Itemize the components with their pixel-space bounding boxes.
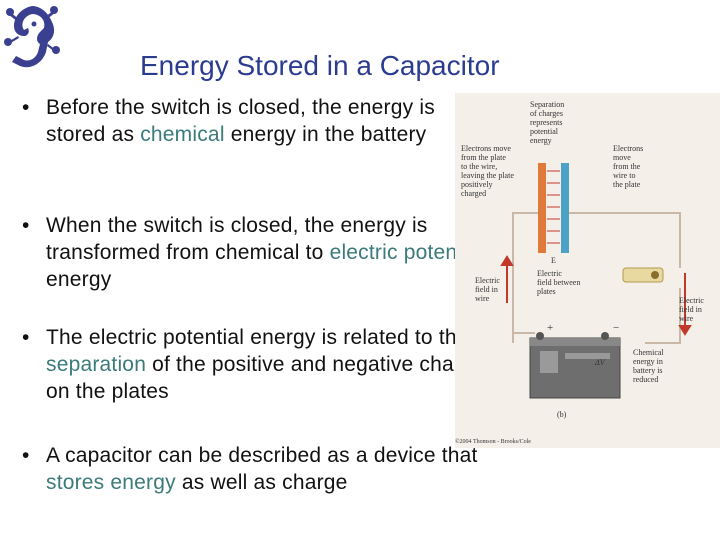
bullet-item: A capacitor can be described as a device… — [20, 442, 500, 496]
e-symbol: E — [551, 256, 556, 265]
field-lines — [547, 170, 560, 244]
positive-plate — [538, 163, 546, 253]
field-arrows — [500, 255, 692, 336]
copyright-text: ©2004 Thomson - Brooks/Cole — [455, 438, 531, 445]
bullet-text: energy in the battery — [224, 123, 427, 146]
chemical-energy-label: Chemical energy in battery is reduced — [633, 348, 666, 384]
bullet-highlight: electric potential — [329, 241, 485, 264]
part-label: (b) — [557, 410, 567, 419]
bullet-item: Before the switch is closed, the energy … — [20, 94, 500, 148]
bullet-highlight: separation — [46, 353, 147, 376]
field-wire-left-label: Electric field in wire — [475, 276, 502, 303]
plus-sign: + — [547, 322, 553, 334]
battery-icon — [529, 332, 621, 399]
minus-sign: − — [613, 322, 619, 334]
bullet-text: of the positive and negative charges on … — [46, 353, 496, 403]
bullet-text: energy — [46, 268, 112, 291]
bullet-text: Before the switch is closed, the energy … — [46, 96, 435, 146]
bullet-highlight: stores energy — [46, 471, 176, 494]
bullet-item: The electric potential energy is related… — [20, 324, 500, 405]
bullet-item: When the switch is closed, the energy is… — [20, 212, 500, 293]
separation-label: Separation of charges represents potenti… — [530, 100, 566, 145]
bullet-highlight: chemical — [140, 123, 225, 146]
bullet-text: as well as charge — [175, 471, 348, 494]
bullet-text: When the switch is closed, the energy is… — [46, 214, 428, 264]
logo-icon — [4, 6, 60, 68]
electrons-right-label: Electrons move from the wire to the plat… — [613, 144, 645, 189]
figure-labels: Separation of charges represents potenti… — [455, 100, 706, 445]
field-between-label: Electric field between plates — [537, 269, 582, 296]
bullet-text: The electric potential energy is related… — [46, 326, 469, 349]
negative-plate — [561, 163, 569, 253]
switch-icon — [622, 267, 664, 283]
delta-v-label: ΔV — [594, 358, 606, 367]
slide-title: Energy Stored in a Capacitor — [140, 50, 500, 81]
bullet-text: A capacitor can be described as a device… — [46, 444, 478, 467]
capacitor-circuit-figure: Separation of charges represents potenti… — [455, 93, 720, 448]
electrons-left-label: Electrons move from the plate to the wir… — [461, 144, 516, 198]
field-wire-right-label: Electric field in wire — [679, 296, 706, 323]
